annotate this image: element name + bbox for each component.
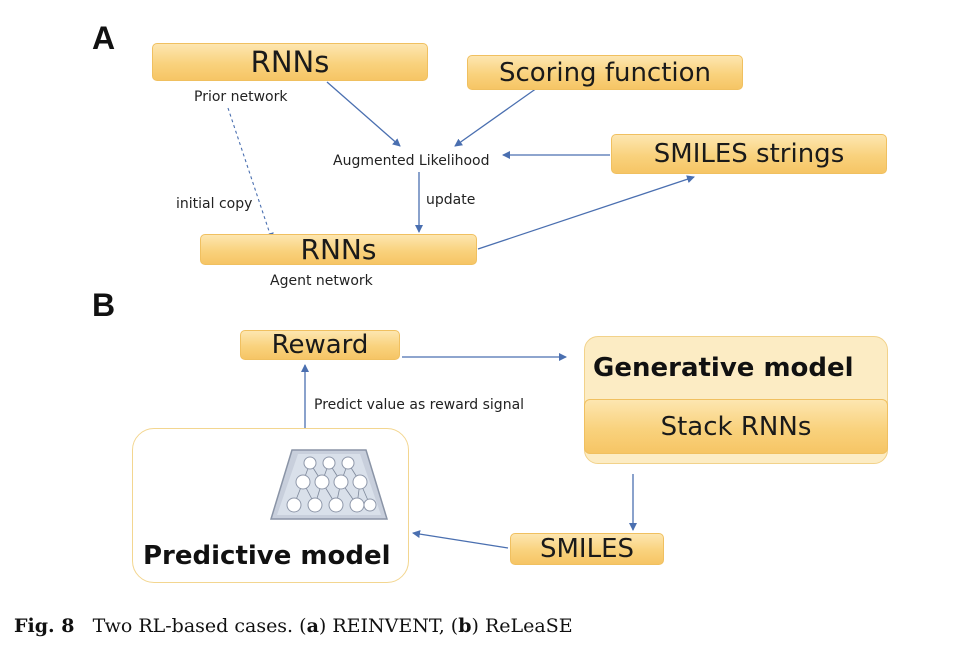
predict-value-label: Predict value as reward signal — [314, 397, 525, 413]
stack-rnns-box: Stack RNNs — [584, 399, 888, 454]
arrow-initial-copy — [227, 107, 274, 241]
panel-b-letter: B — [92, 287, 116, 323]
augmented-likelihood-label: Augmented Likelihood — [333, 153, 490, 169]
update-label: update — [426, 192, 476, 208]
caption-b: b — [458, 615, 472, 637]
caption-a: a — [306, 615, 319, 637]
caption-text-suffix: ) ReLeaSE — [471, 615, 573, 637]
caption-text-mid: ) REINVENT, ( — [318, 615, 459, 637]
caption-fig-label: Fig. 8 — [14, 615, 75, 637]
caption-text-prefix: Two RL-based cases. ( — [92, 615, 307, 637]
reward-box: Reward — [240, 330, 400, 360]
prior-network-label: Prior network — [194, 89, 288, 105]
generative-model-title: Generative model — [593, 353, 854, 383]
figure-caption: Fig. 8 Two RL-based cases. (a) REINVENT,… — [14, 615, 573, 637]
rnn-prior-box: RNNs — [152, 43, 428, 81]
predictive-model-title: Predictive model — [143, 541, 391, 571]
initial-copy-label: initial copy — [176, 196, 253, 212]
panel-a-letter: A — [92, 20, 116, 56]
neural-network-icon — [270, 449, 388, 520]
scoring-function-box: Scoring function — [467, 55, 743, 90]
smiles-strings-box: SMILES strings — [611, 134, 887, 174]
rnn-agent-box: RNNs — [200, 233, 477, 266]
arrow-prior-to-likelihood — [326, 81, 401, 147]
agent-network-label: Agent network — [270, 273, 373, 289]
smiles-box: SMILES — [510, 533, 664, 565]
arrow-smiles-to-predictive — [412, 530, 509, 549]
arrow-scoring-to-likelihood — [454, 87, 538, 147]
arrow-agent-to-smiles — [477, 175, 695, 250]
